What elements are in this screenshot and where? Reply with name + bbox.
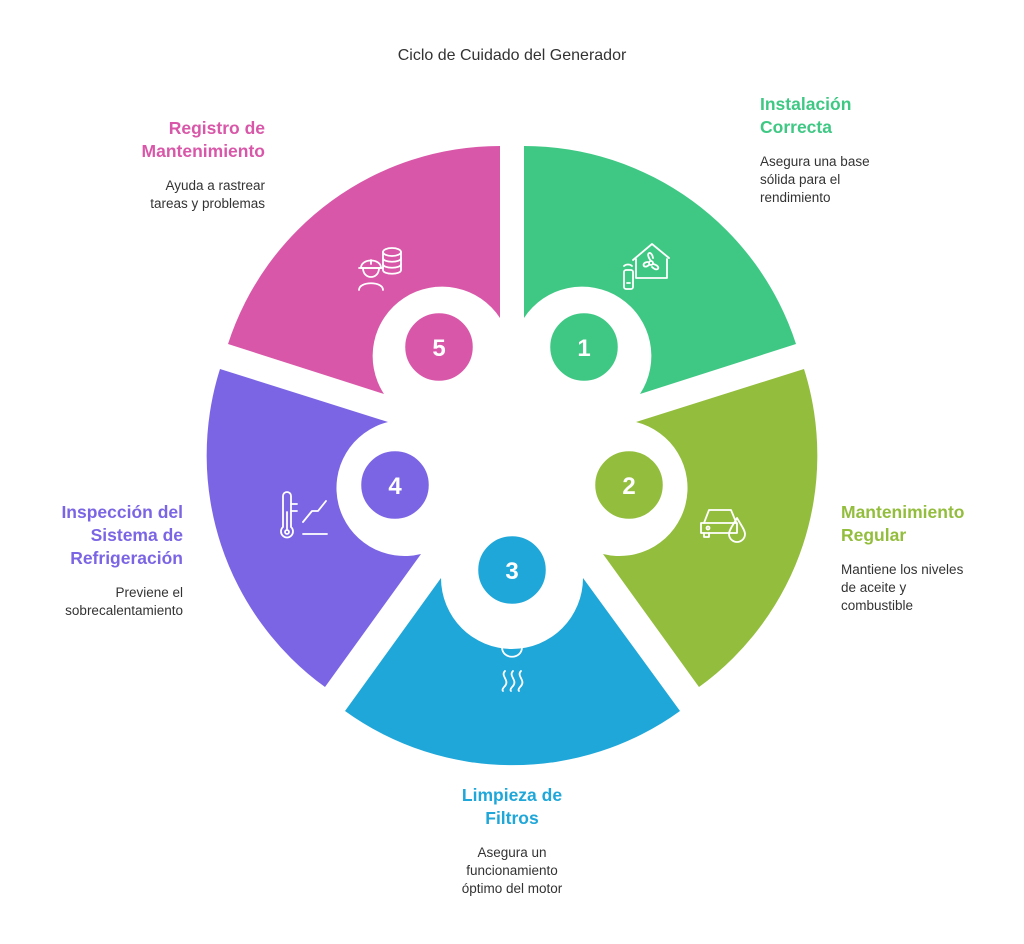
- step-5-label: Registro de Mantenimiento Ayuda a rastre…: [70, 117, 265, 213]
- step-number-3: 3: [475, 533, 549, 607]
- worker-database-icon: [358, 247, 402, 291]
- step-5-title: Registro de Mantenimiento: [141, 118, 265, 161]
- step-5-description: Ayuda a rastrear tareas y problemas: [150, 178, 265, 211]
- step-number-5-text: 5: [432, 335, 445, 362]
- step-2-label: Mantenimiento Regular Mantiene los nivel…: [841, 501, 1011, 615]
- step-number-1: 1: [547, 310, 621, 384]
- step-number-4-text: 4: [388, 473, 402, 500]
- step-3-description: Asegura un funcionamiento óptimo del mot…: [461, 845, 563, 896]
- step-number-2-text: 2: [622, 473, 635, 500]
- step-1-title: Instalación Correcta: [760, 94, 852, 137]
- step-number-2: 2: [592, 448, 666, 522]
- step-3-label: Limpieza de Filtros Asegura un funcionam…: [412, 784, 612, 898]
- step-4-description: Previene el sobrecalentamiento: [65, 585, 183, 618]
- step-number-1-text: 1: [577, 335, 590, 362]
- step-number-3-text: 3: [505, 558, 518, 585]
- diagram-title: Ciclo de Cuidado del Generador: [397, 47, 627, 64]
- segment-1: [524, 146, 796, 394]
- step-1-description: Asegura una base sólida para el rendimie…: [760, 154, 870, 205]
- step-number-4: 4: [358, 448, 432, 522]
- segment-4: [206, 369, 421, 687]
- step-number-5: 5: [402, 310, 476, 384]
- step-3-title: Limpieza de Filtros: [461, 785, 563, 828]
- step-4-label: Inspección del Sistema de Refrigeración …: [20, 501, 183, 620]
- step-4-title: Inspección del Sistema de Refrigeración: [61, 502, 183, 568]
- step-2-description: Mantiene los niveles de aceite y combust…: [841, 562, 964, 613]
- smart-home-fan-icon: [623, 243, 670, 290]
- step-1-label: Instalación Correcta Asegura una base só…: [760, 93, 940, 207]
- step-2-title: Mantenimiento Regular: [841, 502, 965, 545]
- thermometer-icon: [280, 491, 328, 539]
- car-oil-drop-icon: [700, 509, 746, 543]
- air-filter-icon: [497, 645, 527, 692]
